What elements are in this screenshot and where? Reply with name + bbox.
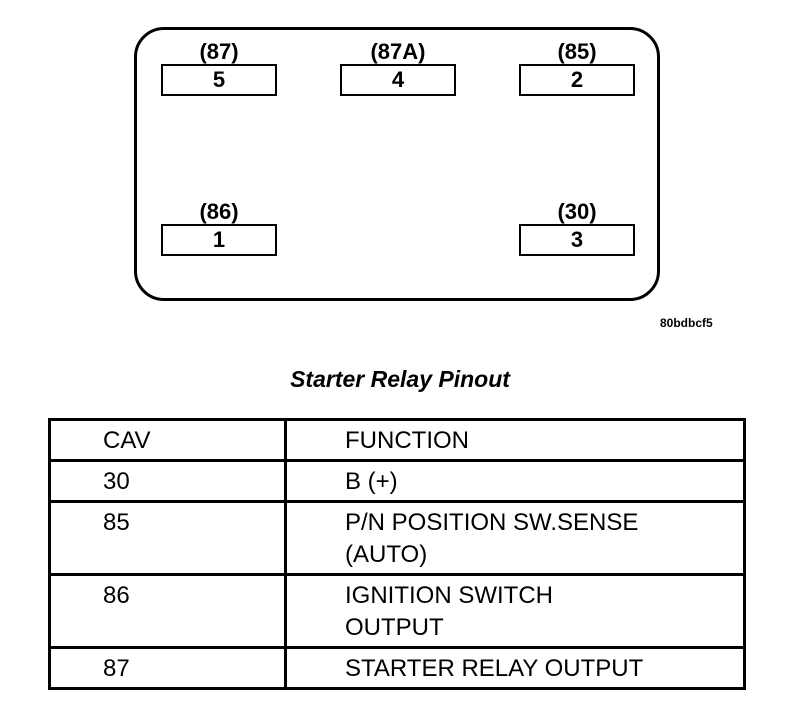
function-line: B (+) (345, 468, 398, 495)
figure-code: 80bdbcf5 (660, 316, 713, 330)
pin-5: (87) 5 (159, 40, 279, 96)
cav-cell: 85 (48, 500, 287, 576)
table-row: 86 IGNITION SWITCH OUTPUT (48, 573, 746, 649)
cav-cell: 87 (48, 646, 287, 690)
function-cell: STARTER RELAY OUTPUT (284, 646, 746, 690)
diagram-caption: Starter Relay Pinout (290, 366, 510, 392)
cav-cell: 30 (48, 459, 287, 503)
table-row: 30 B (+) (48, 459, 746, 503)
table-header-row: CAV FUNCTION (48, 418, 746, 462)
pin-2: (85) 2 (517, 40, 637, 96)
pin-cavity-number: 4 (340, 64, 456, 96)
table-row: 87 STARTER RELAY OUTPUT (48, 646, 746, 690)
function-cell: B (+) (284, 459, 746, 503)
function-line: (AUTO) (345, 541, 428, 568)
table-row: 85 P/N POSITION SW.SENSE (AUTO) (48, 500, 746, 576)
pinout-table: CAV FUNCTION 30 B (+) 85 P/N POSITION SW… (48, 418, 746, 690)
pin-4: (87A) 4 (338, 40, 458, 96)
pin-cavity-number: 1 (161, 224, 277, 256)
function-line: OUTPUT (345, 614, 444, 641)
relay-body-outline (134, 27, 660, 301)
function-line: IGNITION SWITCH (345, 582, 553, 609)
pin-terminal-code: (86) (199, 199, 239, 224)
function-line: P/N POSITION SW.SENSE (345, 509, 639, 536)
pin-1: (86) 1 (159, 200, 279, 256)
pin-cavity-number: 5 (161, 64, 277, 96)
pin-cavity-number: 2 (519, 64, 635, 96)
cav-cell: 86 (48, 573, 287, 649)
pin-3: (30) 3 (517, 200, 637, 256)
pin-cavity-number: 3 (519, 224, 635, 256)
column-header-function: FUNCTION (284, 418, 746, 462)
pin-terminal-code: (87) (199, 39, 239, 64)
pin-terminal-code: (85) (557, 39, 597, 64)
function-cell: IGNITION SWITCH OUTPUT (284, 573, 746, 649)
function-line: STARTER RELAY OUTPUT (345, 655, 644, 682)
column-header-cav: CAV (48, 418, 287, 462)
function-cell: P/N POSITION SW.SENSE (AUTO) (284, 500, 746, 576)
pin-terminal-code: (30) (557, 199, 597, 224)
pin-terminal-code: (87A) (370, 39, 426, 64)
